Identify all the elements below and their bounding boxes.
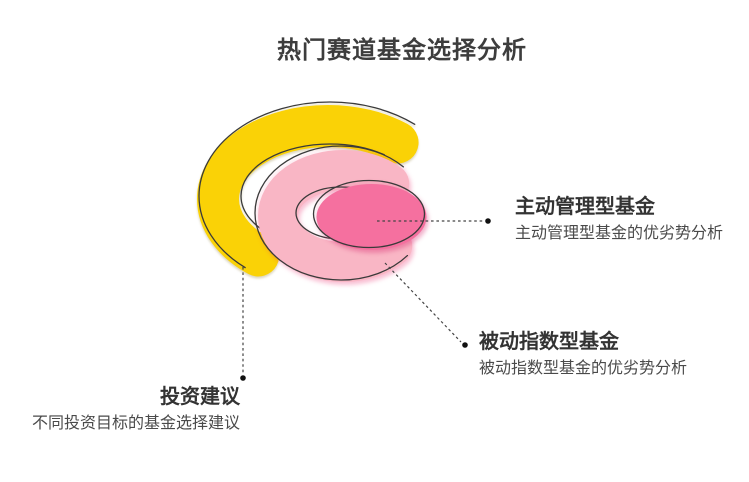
page-title: 热门赛道基金选择分析 bbox=[277, 37, 527, 64]
label-advice: 投资建议 不同投资目标的基金选择建议 bbox=[32, 385, 240, 434]
connector-passive bbox=[384, 262, 462, 343]
ring-advice-outline-inner bbox=[240, 143, 420, 249]
connector-dot-active bbox=[485, 218, 491, 224]
label-passive: 被动指数型基金 被动指数型基金的优劣势分析 bbox=[479, 330, 687, 379]
node-active-shape bbox=[312, 179, 427, 250]
connector-dot-advice bbox=[240, 375, 246, 381]
label-advice-desc: 不同投资目标的基金选择建议 bbox=[31, 415, 240, 432]
node-active-fill bbox=[316, 184, 427, 250]
label-active: 主动管理型基金 主动管理型基金的优劣势分析 bbox=[515, 195, 723, 244]
label-active-title: 主动管理型基金 bbox=[515, 196, 655, 218]
node-active-outline bbox=[312, 179, 426, 249]
ring-passive-outline-outer bbox=[254, 145, 428, 281]
label-passive-desc: 被动指数型基金的优劣势分析 bbox=[479, 360, 688, 377]
label-active-desc: 主动管理型基金的优劣势分析 bbox=[515, 225, 724, 242]
ring-advice-outline-outer bbox=[198, 101, 462, 291]
label-passive-title: 被动指数型基金 bbox=[479, 331, 619, 353]
ring-advice-shape bbox=[197, 101, 462, 293]
label-advice-title: 投资建议 bbox=[160, 386, 240, 408]
ring-passive-fill bbox=[258, 150, 428, 282]
connector-dot-passive bbox=[462, 342, 468, 348]
ring-advice-fill bbox=[197, 105, 459, 293]
